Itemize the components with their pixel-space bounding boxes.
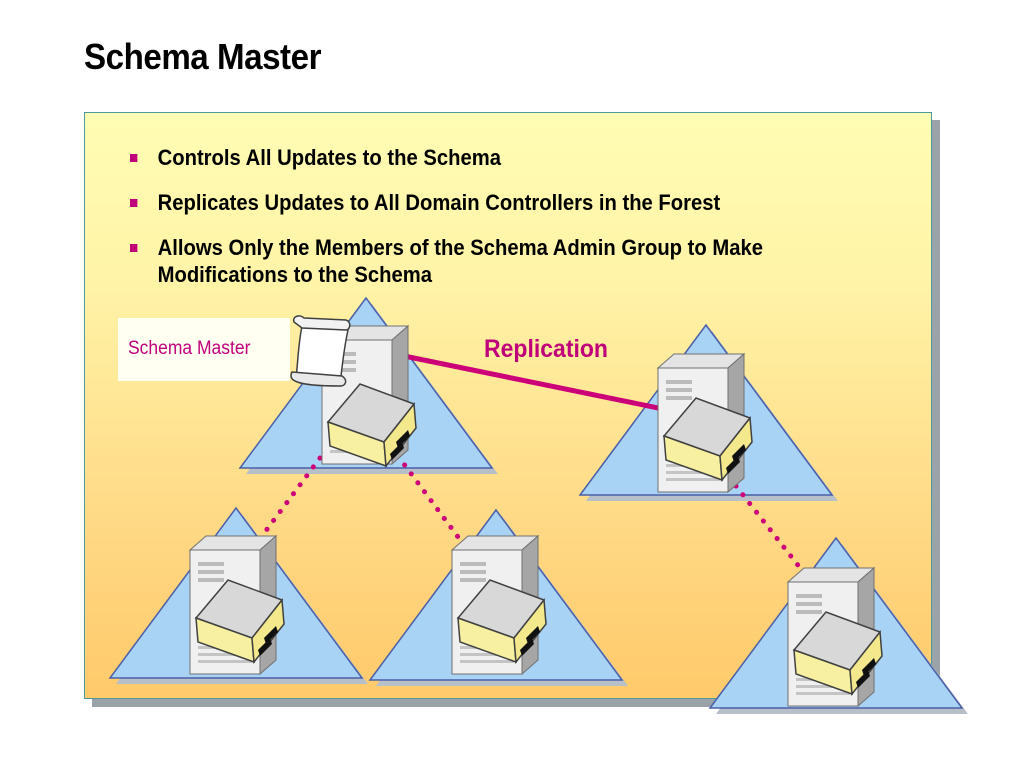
replication-dotted-links: [259, 453, 811, 581]
bullet-list: Controls All Updates to the Schema Repli…: [130, 144, 890, 288]
bullet-item: Controls All Updates to the Schema: [130, 144, 829, 171]
replication-line: [403, 353, 669, 413]
replication-label: Replication: [484, 335, 608, 363]
domain-controller: [189, 535, 285, 675]
schema-master-label-box: [118, 318, 290, 381]
scroll-icon: [290, 315, 351, 387]
domain-controller: [657, 353, 753, 493]
bullet-square-icon: [130, 199, 138, 207]
bullet-square-icon: [130, 154, 138, 162]
bullet-item: Allows Only the Members of the Schema Ad…: [130, 234, 829, 288]
schema-master-label: Schema Master: [128, 338, 251, 359]
bullet-text: Replicates Updates to All Domain Control…: [157, 190, 721, 215]
bullet-square-icon: [130, 244, 138, 252]
bullet-text: Allows Only the Members of the Schema Ad…: [157, 235, 764, 287]
replication-dotted-link: [395, 453, 467, 548]
slide-title: Schema Master: [84, 36, 322, 77]
bullet-text: Controls All Updates to the Schema: [157, 145, 501, 170]
domain-controller: [451, 535, 547, 675]
domain-controller: [787, 567, 883, 707]
bullet-item: Replicates Updates to All Domain Control…: [130, 189, 829, 216]
